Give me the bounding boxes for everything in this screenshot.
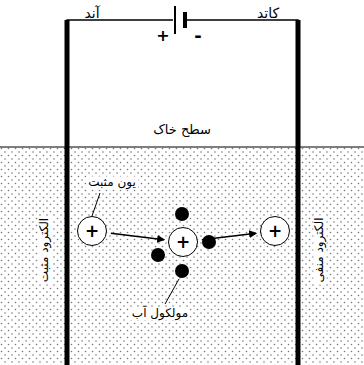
- water-molecule: [151, 248, 165, 262]
- battery-sign: -: [192, 26, 203, 46]
- leader-line: [92, 193, 100, 216]
- ion-charge: +: [85, 223, 99, 240]
- water-molecule: [175, 264, 189, 278]
- electrode-label: الکترود منفی: [313, 216, 326, 285]
- battery-plate-negative: [183, 12, 187, 28]
- water-molecule: [202, 235, 216, 249]
- anode-electrode: [65, 20, 70, 365]
- ion-circle: +: [77, 216, 107, 246]
- anode-label: آند: [82, 6, 101, 21]
- soil-region: [0, 147, 364, 365]
- positive-ion-label: یون مثبت: [86, 176, 138, 189]
- leader-line: [165, 279, 179, 304]
- water-molecule-label: مولکول آب: [130, 307, 190, 320]
- migration-arrow: [111, 233, 164, 239]
- battery-plate-positive: [174, 6, 176, 34]
- cathode-label: کاتد: [255, 6, 281, 21]
- cathode-electrode: [296, 20, 301, 365]
- wire: [187, 20, 298, 22]
- ion-circle: +: [168, 227, 198, 257]
- migration-arrow: [202, 233, 256, 239]
- wire: [67, 20, 173, 22]
- ion-charge: +: [268, 223, 282, 240]
- soil-surface: [0, 146, 364, 147]
- electrode-label: الکترود مثبت: [38, 216, 51, 284]
- soil-surface-label: سطح خاک: [151, 123, 213, 137]
- water-molecule: [175, 207, 189, 221]
- ion-circle: +: [260, 216, 290, 246]
- battery-sign: +: [154, 27, 171, 45]
- ion-charge: +: [176, 234, 190, 251]
